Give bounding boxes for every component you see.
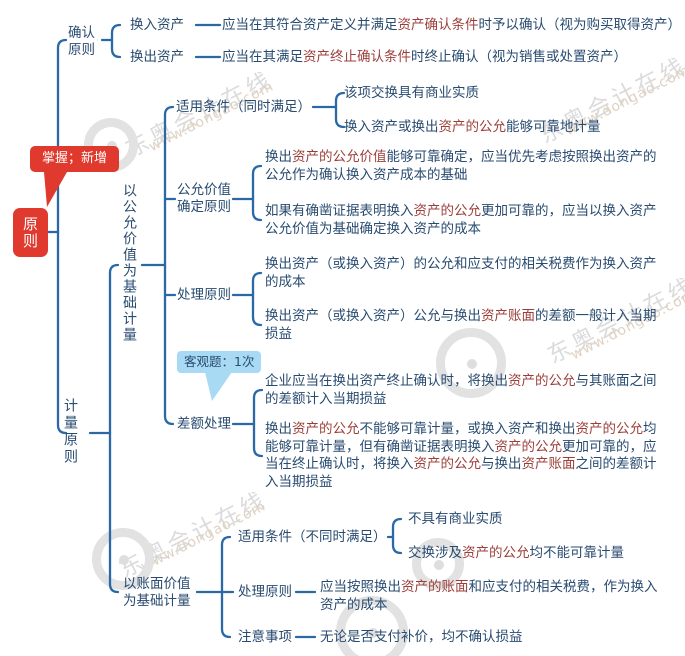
watermark-logo-icon bbox=[92, 528, 154, 590]
leaf-cost-composition: 换出资产（或换入资产）的公允和应支付的相关税费作为换入资产的成本 bbox=[265, 256, 657, 290]
leaf-fv-out-priority: 换出资产的公允价值能够可靠确定，应当优先考虑按照换出资产的公允作为确认换入资产成… bbox=[265, 149, 657, 183]
node-treatment-bv: 处理原则 bbox=[238, 584, 292, 600]
leaf-difference-to-pnl: 换出资产（或换入资产）公允与换出资产账面的差额一般计入当期损益 bbox=[265, 308, 657, 342]
leaf-diff-rule-2: 换出资产的公允不能够可靠计量，或换入资产和换出资产的公允均能够可靠计量，但有确凿… bbox=[265, 421, 657, 490]
root-note-tail bbox=[44, 172, 67, 207]
leaf-fv-not-measurable: 交换涉及资产的公允均不能可靠计量 bbox=[408, 545, 624, 561]
watermark-logo-icon bbox=[412, 538, 464, 590]
text-swap-in-rule: 应当在其符合资产定义并满足资产确认条件时予以确认（视为购买取得资产） bbox=[222, 17, 681, 33]
leaf-no-gain-loss: 无论是否支付补价，均不确认损益 bbox=[320, 629, 523, 645]
node-apply-cond-simultaneous: 适用条件（同时满足） bbox=[176, 99, 311, 115]
node-apply-cond-not-simultaneous: 适用条件（不同时满足） bbox=[238, 529, 387, 545]
node-notice: 注意事项 bbox=[238, 629, 292, 645]
leaf-fv-in-more-reliable: 如果有确凿证据表明换入资产的公允更加可靠的，应当以换入资产公允价值为基础确定换入… bbox=[265, 203, 657, 237]
watermark-logo-icon bbox=[336, 596, 408, 656]
leaf-diff-rule-1: 企业应当在换出资产终止确认时，将换出资产的公允与其账面之间的差额计入当期损益 bbox=[265, 373, 657, 407]
node-confirm-principle: 确认原则 bbox=[68, 25, 95, 58]
watermark-logo-icon bbox=[436, 328, 506, 398]
node-fair-value-basis: 以公允价值为基础计量 bbox=[121, 183, 137, 343]
node-measure-principle: 计量原则 bbox=[62, 398, 78, 466]
quiz-note-bubble: 客观题：1次 bbox=[177, 351, 262, 373]
node-difference-treatment: 差额处理 bbox=[177, 416, 231, 432]
node-swap-out-asset: 换出资产 bbox=[130, 49, 184, 65]
leaf-bv-cost-rule: 应当按照换出资产的账面和应支付的相关税费，作为换入资产的成本 bbox=[320, 579, 658, 613]
root-note-bubble: 掌握；新增 bbox=[30, 146, 120, 172]
node-treatment-fv: 处理原则 bbox=[177, 287, 231, 303]
leaf-fv-reliably-measurable: 换入资产或换出资产的公允能够可靠地计量 bbox=[344, 119, 601, 135]
node-swap-in-asset: 换入资产 bbox=[130, 17, 184, 33]
leaf-commercial-substance: 该项交换具有商业实质 bbox=[344, 85, 479, 101]
leaf-no-commercial-substance: 不具有商业实质 bbox=[408, 511, 503, 527]
node-fv-determination: 公允价值确定原则 bbox=[177, 182, 231, 215]
quiz-note-tail bbox=[205, 372, 232, 401]
root-node: 原则 bbox=[13, 208, 48, 257]
text-swap-out-rule: 应当在其满足资产终止确认条件时终止确认（视为销售或处置资产） bbox=[222, 49, 627, 65]
node-book-value-basis: 以账面价值为基础计量 bbox=[123, 576, 191, 609]
